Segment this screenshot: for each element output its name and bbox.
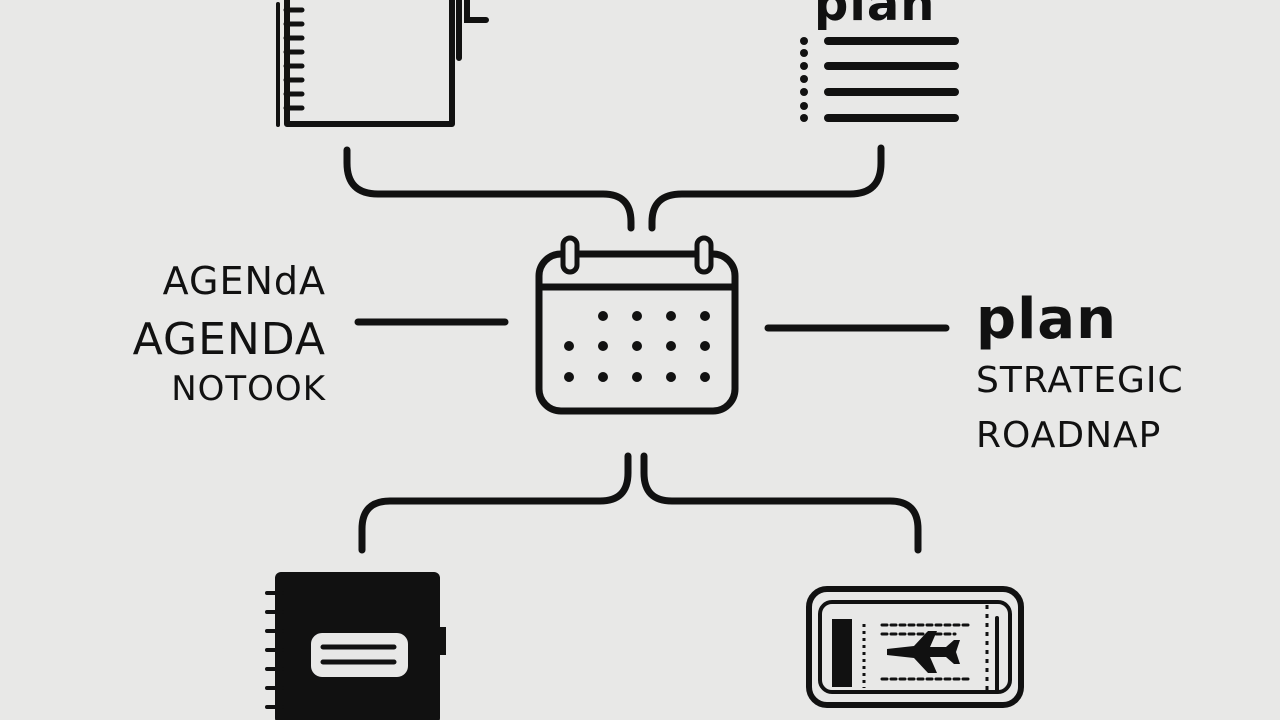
boarding-pass-icon xyxy=(806,586,1024,708)
connector-top-right xyxy=(648,144,885,232)
right-label-plan: plan xyxy=(976,287,1117,352)
list-icon xyxy=(800,37,959,122)
connector-top-left xyxy=(343,146,635,232)
left-label-agenda-stylized: AGENdA xyxy=(162,259,326,303)
left-label-agenda: AGENDA xyxy=(132,314,326,365)
connector-bottom-left xyxy=(358,452,632,554)
spiral-notebook-icon xyxy=(276,0,489,127)
notebook-icon xyxy=(265,572,446,720)
right-label-roadnap: ROADNAP xyxy=(976,415,1162,456)
connector-lines xyxy=(343,144,950,554)
top-right-plan-label: plan xyxy=(814,0,936,32)
connector-bottom-right xyxy=(640,452,922,554)
calendar-icon xyxy=(535,235,739,415)
left-label-notook: NOTOOK xyxy=(171,369,326,409)
right-label-strategic: STRATEGIC xyxy=(976,360,1184,401)
